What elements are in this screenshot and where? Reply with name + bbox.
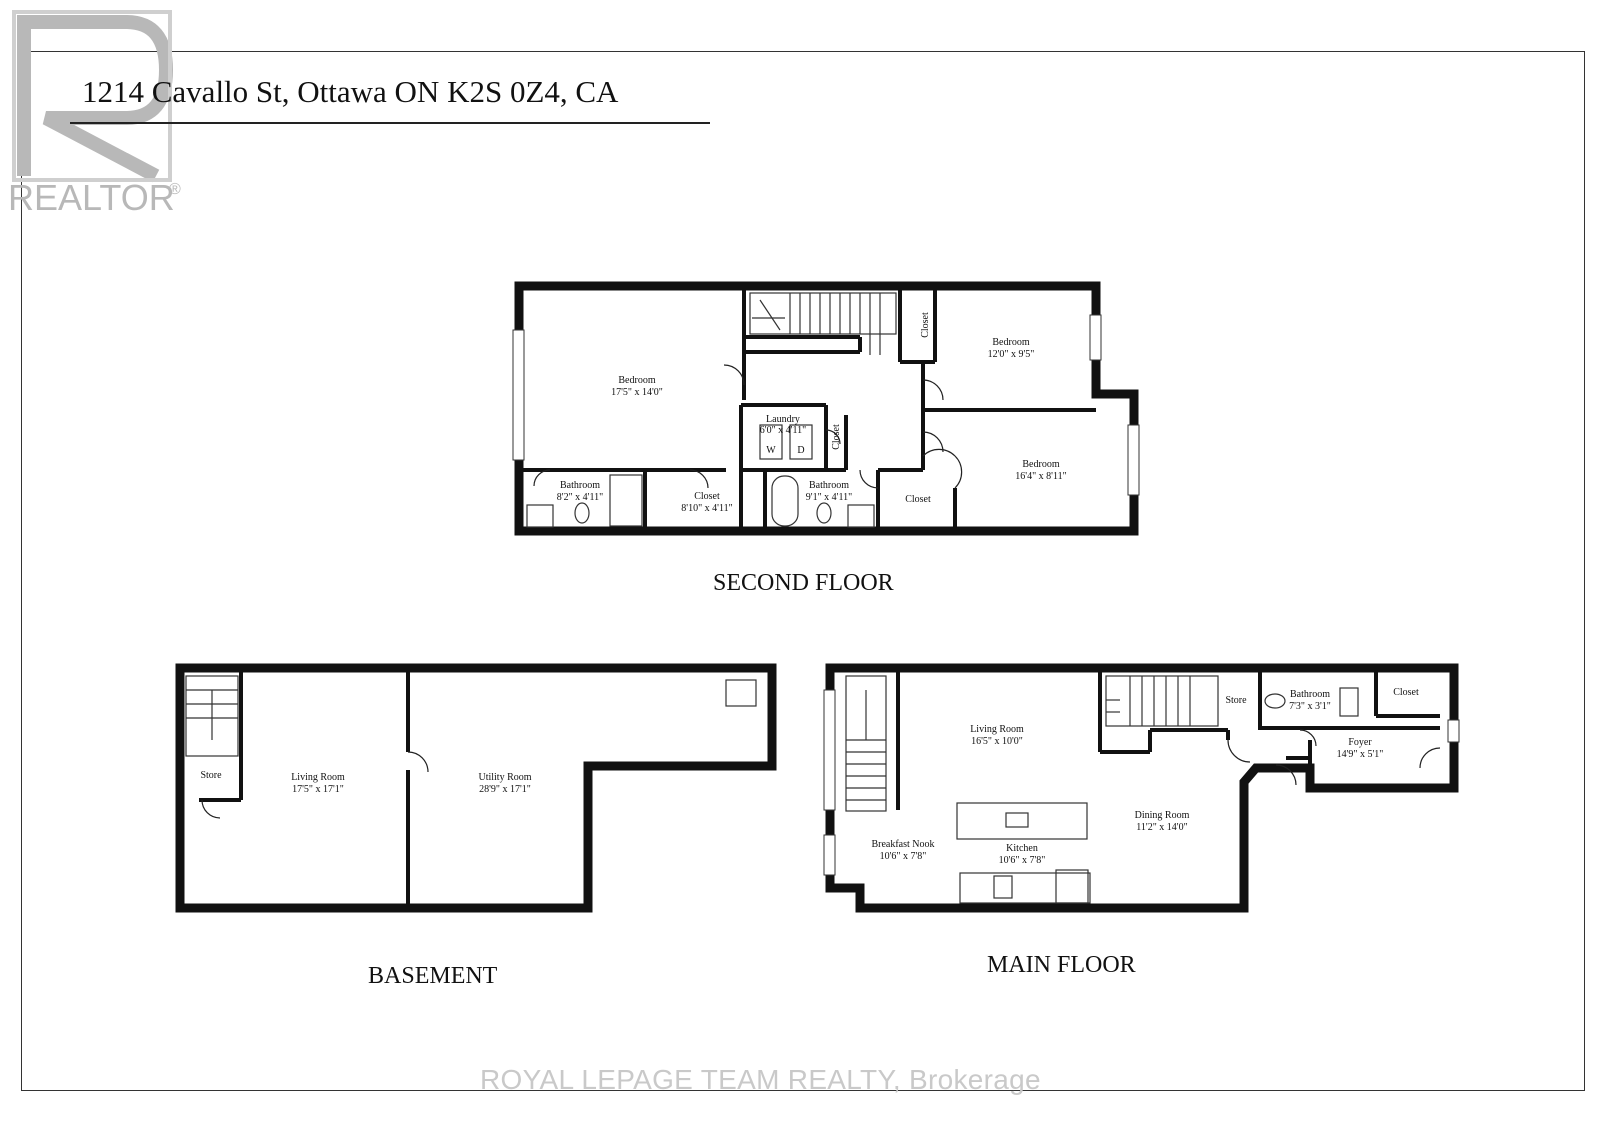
room-size: 10'6" x 7'8" [880,851,927,862]
realtor-logo-text: REALTOR [8,177,175,218]
room-size: 28'9" x 17'1" [479,784,531,795]
brokerage-watermark: ROYAL LEPAGE TEAM REALTY, Brokerage [480,1064,1041,1095]
dryer [789,424,813,460]
room-size: 7'3" x 3'1" [1289,701,1331,712]
realtor-logo: REALTOR ® [6,8,184,218]
plan-frame [21,51,1585,1091]
second-floor-outline [514,281,1139,536]
stove [993,875,1013,899]
room-name: Kitchen [1006,843,1038,854]
room-size: 6'0" x 4'11" [760,425,806,436]
basement-plan: Store Living Room 17'5" x 17'1" Utility … [175,663,777,913]
room-name: Breakfast Nook [871,839,934,850]
room-size: 10'6" x 7'8" [999,855,1046,866]
room-name: Utility Room [478,772,531,783]
sink [1005,812,1029,828]
staircase [185,675,239,757]
room-name: Living Room [970,724,1024,735]
sink [526,504,554,528]
address-underline [70,122,710,124]
room-name: Living Room [291,772,345,783]
basement-title: BASEMENT [368,963,498,989]
room-size: 8'10" x 4'11" [681,503,732,514]
property-address: 1214 Cavallo St, Ottawa ON K2S 0Z4, CA [82,74,619,109]
sink [847,504,875,528]
room-size: 11'2" x 14'0" [1136,822,1187,833]
room-size: 16'4" x 8'11" [1015,471,1066,482]
shower [609,474,643,527]
room-size: 16'5" x 10'0" [971,736,1023,747]
room-name: Closet [831,424,842,450]
room-name: Bedroom [618,375,655,386]
basement-outline [175,663,777,913]
room-name: Bedroom [992,337,1029,348]
staircase [845,675,1219,812]
room-name: Store [200,770,222,781]
utility-fixture [725,679,757,707]
toilet [574,502,590,524]
registered-mark: ® [169,181,181,198]
room-size: 12'0" x 9'5" [988,349,1035,360]
sink [1339,687,1359,717]
window [1127,424,1140,496]
room-name: Store [1225,695,1247,706]
washer [759,424,783,460]
room-name: Bathroom [809,480,849,491]
room-size: 9'1" x 4'11" [806,492,852,503]
room-size: 17'5" x 14'0" [611,387,663,398]
room-size: 17'5" x 17'1" [292,784,344,795]
kitchen-counter [959,872,1091,904]
window [1089,314,1102,361]
second-floor-title: SECOND FLOOR [713,570,894,596]
room-name: Closet [920,312,931,338]
bathtub [771,475,799,527]
room-name: Bedroom [1022,459,1059,470]
room-name: Dining Room [1135,810,1190,821]
main-floor-outline [825,663,1459,913]
second-floor-plan: W D Bedroom 17'5" x 14'0" Bedroom 12'0" … [512,281,1140,536]
window [512,329,525,461]
room-name: Laundry [766,414,800,425]
kitchen-island [956,802,1088,840]
room-name: Bathroom [1290,689,1330,700]
staircase [749,292,897,355]
room-name: Foyer [1348,737,1372,748]
room-name: Closet [694,491,720,502]
main-floor-plan: Living Room 16'5" x 10'0" Store Bathroom… [823,663,1460,913]
room-name: Closet [905,494,931,505]
room-name: Bathroom [560,480,600,491]
washer-label: W [766,445,776,456]
main-floor-title: MAIN FLOOR [987,952,1136,978]
room-size: 14'9" x 5'1" [1337,749,1384,760]
room-size: 8'2" x 4'11" [557,492,603,503]
window [823,834,836,876]
window [1447,719,1460,743]
dryer-label: D [797,445,804,456]
toilet [1264,693,1286,709]
window [823,689,836,811]
room-name: Closet [1393,687,1419,698]
toilet [816,502,832,524]
fridge [1055,869,1089,904]
